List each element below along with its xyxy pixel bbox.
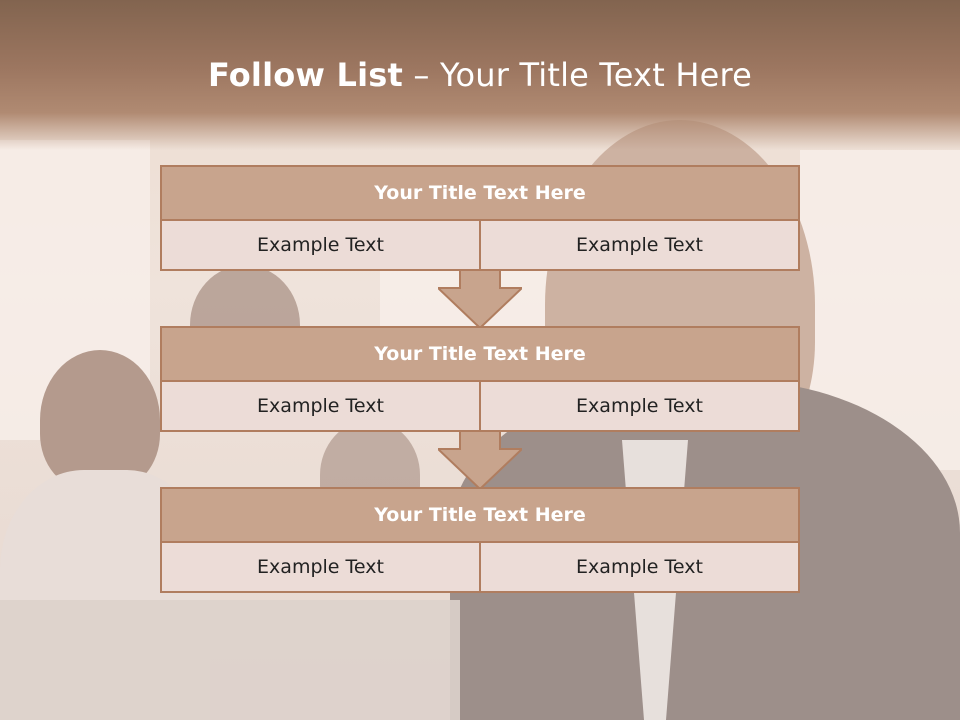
step-1-right-text: Example Text [481,221,800,271]
step-2-row: Example Text Example Text [160,382,800,432]
step-box-1: Your Title Text Here Example Text Exampl… [160,165,800,271]
step-2-title: Your Title Text Here [160,326,800,382]
slide-title: Follow List – Your Title Text Here [0,56,960,94]
step-1-left-text: Example Text [160,221,481,271]
title-banner [0,0,960,150]
step-2-left-text: Example Text [160,382,481,432]
slide-title-rest: – Your Title Text Here [403,56,753,94]
step-1-row: Example Text Example Text [160,221,800,271]
step-box-3: Your Title Text Here Example Text Exampl… [160,487,800,593]
slide-title-bold: Follow List [207,56,404,94]
step-3-left-text: Example Text [160,543,481,593]
step-2-right-text: Example Text [481,382,800,432]
step-3-title: Your Title Text Here [160,487,800,543]
step-3-row: Example Text Example Text [160,543,800,593]
step-3-right-text: Example Text [481,543,800,593]
step-box-2: Your Title Text Here Example Text Exampl… [160,326,800,432]
down-arrow-icon [438,270,522,330]
down-arrow-icon [438,431,522,491]
step-1-title: Your Title Text Here [160,165,800,221]
